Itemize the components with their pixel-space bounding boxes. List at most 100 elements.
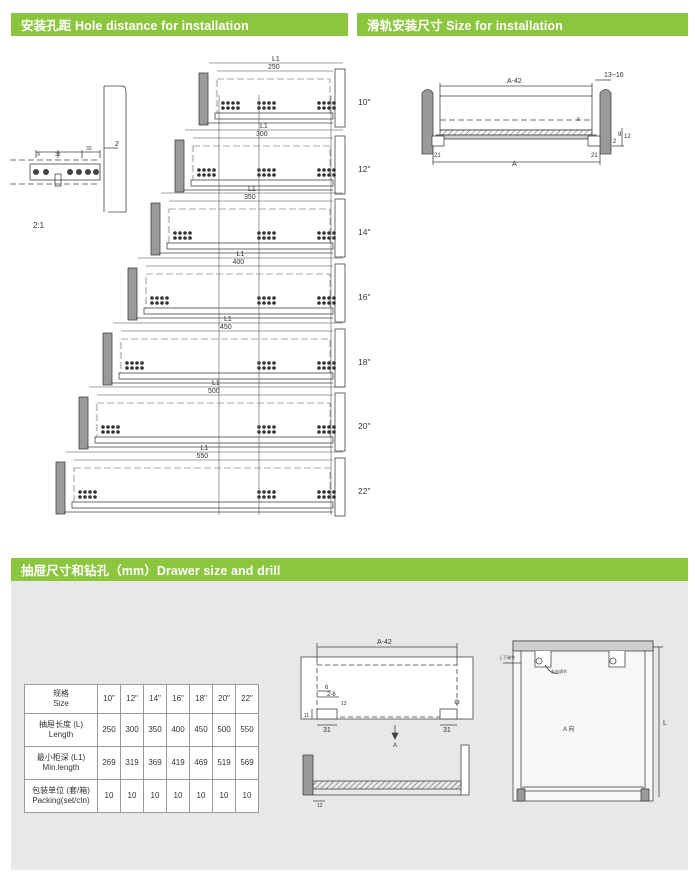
size-label: 20" <box>358 421 370 431</box>
min-length-cell: 319 <box>120 746 144 780</box>
length-row: 抽屉长度 (L) Length 250 300 350 400 450 500 … <box>24 713 259 747</box>
mounting-hole <box>155 301 159 305</box>
min-length-cell: 569 <box>235 746 259 780</box>
leftright-adjust-label: 左右调节 <box>551 668 567 674</box>
hole-distance-header: 安装孔距 Hole distance for installation <box>11 13 348 36</box>
mounting-hole <box>332 236 336 240</box>
mounting-hole <box>135 361 139 365</box>
mounting-hole <box>165 296 169 300</box>
size-cell: 22" <box>235 684 259 714</box>
mounting-hole <box>272 236 276 240</box>
drawer-size-header: 抽屉尺寸和钻孔（mm）Drawer size and drill <box>11 558 688 581</box>
mounting-hole <box>111 430 115 434</box>
mounting-hole <box>327 173 331 177</box>
drawer-label-13: 13 <box>341 701 347 707</box>
mounting-hole <box>317 430 321 434</box>
packing-row: 包装单位 (套/箱) Packing(set/ctn) 10 10 10 10 … <box>24 779 259 813</box>
mounting-hole <box>322 490 326 494</box>
mounting-hole <box>272 495 276 499</box>
mounting-hole <box>322 106 326 110</box>
mounting-hole <box>262 236 266 240</box>
mounting-hole <box>111 425 115 429</box>
drawer-label-a42: A-42 <box>377 639 392 646</box>
mounting-hole <box>188 231 192 235</box>
drawer-outline <box>73 467 331 505</box>
label-2: 2 <box>613 139 617 145</box>
length-cell: 300 <box>120 713 144 747</box>
drawer-label-31-left: 31 <box>323 727 331 734</box>
mounting-hole <box>267 168 271 172</box>
mounting-hole <box>212 173 216 177</box>
length-label-cn: 抽屉长度 (L) <box>39 720 83 729</box>
packing-label-en: Packing(set/ctn) <box>32 796 90 805</box>
mounting-hole <box>272 106 276 110</box>
hole-detail-view <box>10 85 127 213</box>
mounting-hole <box>262 425 266 429</box>
label-21-right: 21 <box>591 153 598 159</box>
slide-rail <box>118 372 334 380</box>
mounting-hole <box>322 495 326 499</box>
length-cell: 450 <box>189 713 213 747</box>
mounting-hole <box>262 168 266 172</box>
mounting-hole <box>272 101 276 105</box>
slide-rail <box>143 307 334 315</box>
spec-table: 规格 Size 10" 12" 14" 16" 18" 20" 22" 抽屉长度… <box>24 684 259 813</box>
mounting-hole <box>327 231 331 235</box>
mounting-hole <box>101 430 105 434</box>
packing-cell: 10 <box>189 779 213 813</box>
detail-dim-2: 2 <box>115 141 119 148</box>
mounting-hole <box>267 366 271 370</box>
mounting-hole <box>332 168 336 172</box>
mounting-hole <box>221 106 225 110</box>
drawer-label-6: 6 <box>325 685 329 691</box>
drawer-label-arrow-a: A <box>393 743 397 749</box>
mounting-hole <box>332 425 336 429</box>
mounting-hole <box>262 361 266 365</box>
a-direction-label: A 向 <box>563 725 574 733</box>
length-cell: 550 <box>235 713 259 747</box>
mounting-hole <box>212 168 216 172</box>
mounting-hole <box>106 425 110 429</box>
mounting-hole <box>272 301 276 305</box>
mounting-hole <box>317 173 321 177</box>
length-cell: 400 <box>166 713 190 747</box>
mounting-hole <box>207 168 211 172</box>
slide-rail <box>71 501 334 509</box>
drawer-label-12: 12 <box>317 803 323 809</box>
mounting-hole <box>78 495 82 499</box>
mounting-hole <box>332 301 336 305</box>
scale-label: 2:1 <box>33 221 45 230</box>
mounting-hole <box>262 173 266 177</box>
packing-cell: 10 <box>166 779 190 813</box>
mounting-hole <box>202 173 206 177</box>
mounting-hole <box>267 101 271 105</box>
mounting-hole <box>125 366 129 370</box>
mounting-hole <box>322 425 326 429</box>
mounting-hole <box>327 366 331 370</box>
min-length-row: 最小柜深 (L1) Min.length 269 319 369 419 469… <box>24 746 259 780</box>
mounting-hole <box>83 490 87 494</box>
l1-label: L1 <box>272 56 280 63</box>
mounting-hole <box>188 236 192 240</box>
mounting-hole <box>173 236 177 240</box>
front-view-drawing: 上下调节 左右调节 A 向 L <box>499 640 667 802</box>
drawer-outline <box>120 338 331 376</box>
mounting-hole <box>160 301 164 305</box>
drawer-back-panel <box>198 72 209 126</box>
length-label: 250 <box>268 64 280 71</box>
mounting-hole <box>262 296 266 300</box>
mounting-hole <box>322 231 326 235</box>
mounting-hole <box>267 301 271 305</box>
mounting-hole <box>272 425 276 429</box>
mounting-hole <box>262 430 266 434</box>
mounting-hole <box>202 168 206 172</box>
mounting-hole <box>327 236 331 240</box>
mounting-hole <box>262 495 266 499</box>
mounting-hole <box>332 173 336 177</box>
mounting-hole <box>155 296 159 300</box>
mounting-hole <box>267 425 271 429</box>
length-label: 400 <box>233 259 245 266</box>
size-label: 10" <box>358 97 370 107</box>
mounting-hole <box>332 231 336 235</box>
packing-cell: 10 <box>212 779 236 813</box>
